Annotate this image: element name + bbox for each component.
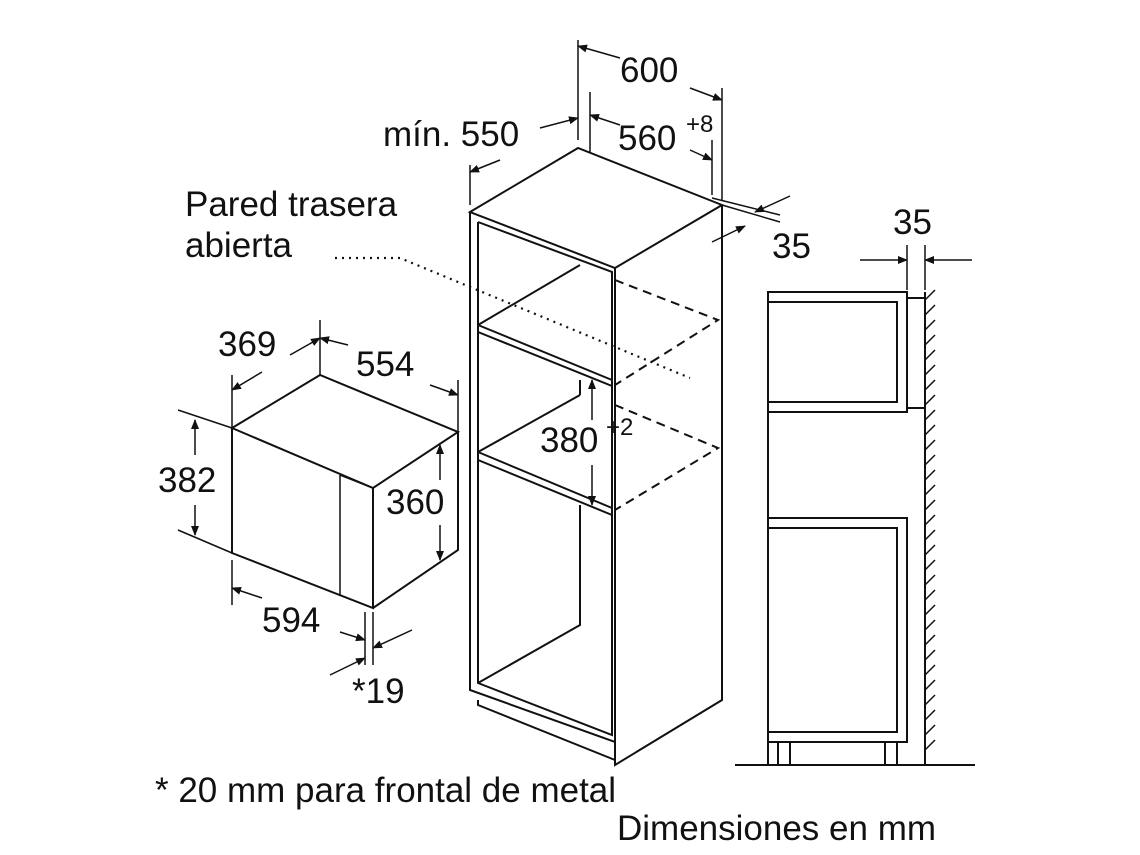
label-mw-width-top: 554 — [356, 345, 414, 384]
label-mw-width-front: 594 — [262, 601, 320, 640]
tall-cabinet-drawing — [335, 40, 791, 767]
label-mw-inner-height: 360 — [386, 483, 444, 522]
label-side-view-35: 35 — [893, 203, 932, 242]
label-min-depth: mín. 550 — [383, 115, 519, 154]
label-mw-height: 382 — [158, 461, 216, 500]
label-side-35: 35 — [772, 227, 811, 266]
microwave-drawing — [177, 320, 461, 676]
label-niche-height: 380 — [540, 421, 598, 460]
label-mw-front-depth: *19 — [352, 672, 405, 711]
label-niche-height-tol: +2 — [606, 414, 633, 441]
footnote: * 20 mm para frontal de metal — [155, 771, 616, 810]
label-rear-wall-1: Pared trasera — [185, 185, 398, 224]
label-rear-wall-2: abierta — [185, 226, 293, 265]
label-mw-depth: 369 — [218, 325, 276, 364]
label-niche-width: 560 — [618, 119, 676, 158]
label-niche-width-tol: +8 — [686, 111, 713, 138]
units-note: Dimensiones en mm — [617, 809, 936, 848]
side-view-drawing — [735, 245, 975, 766]
label-width-total: 600 — [620, 51, 678, 90]
